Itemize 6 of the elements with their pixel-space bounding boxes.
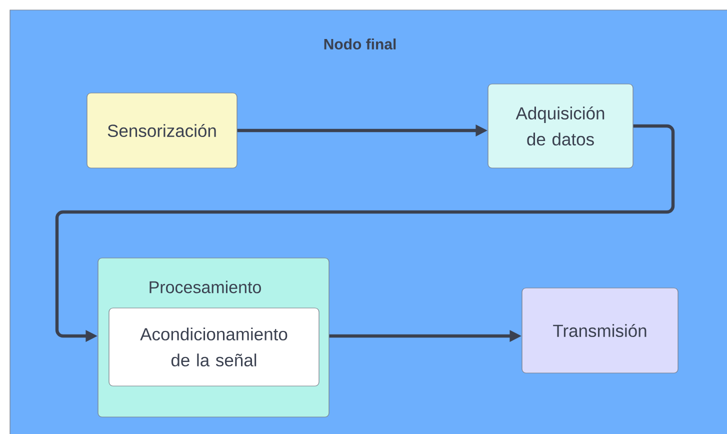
process-box: Sensorización [86,92,238,168]
heading: Nodo final [324,38,396,50]
process-box: Adquisición de datos [488,84,634,168]
heading: Procesamiento [150,280,261,294]
process-box: Acondicionamiento de la señal [108,308,320,386]
process-box: Transmisión [522,288,678,374]
